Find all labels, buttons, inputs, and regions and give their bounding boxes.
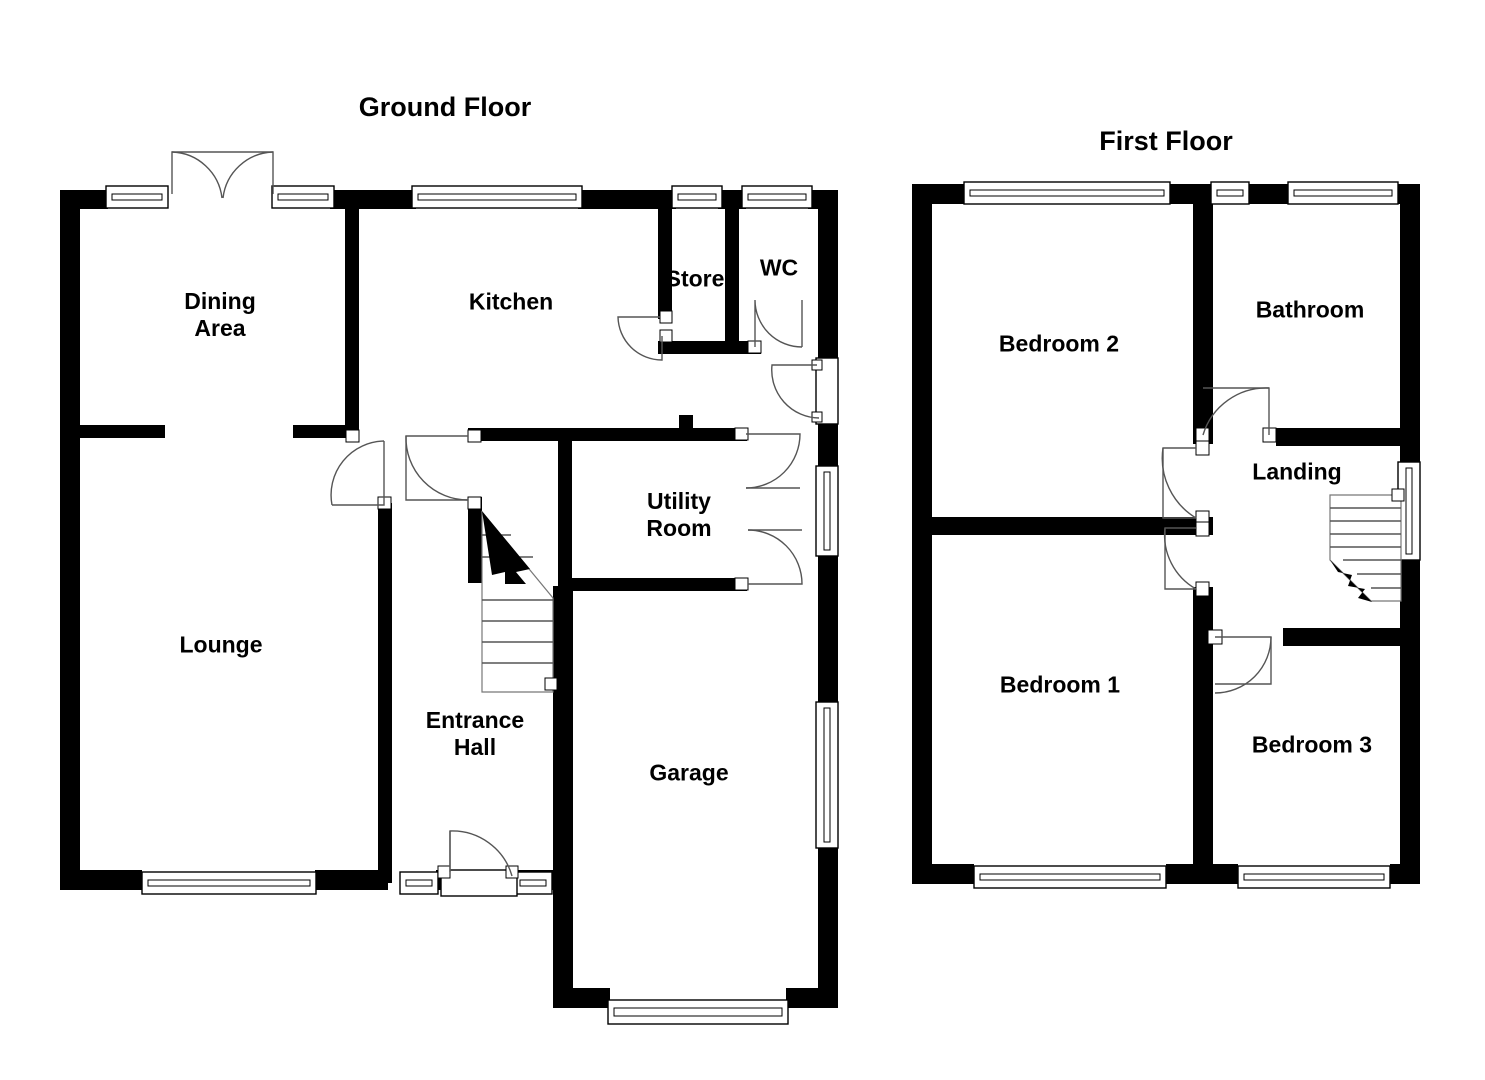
- wall-interior-store-left: [658, 209, 672, 319]
- bedroom1-front-window: [973, 865, 1167, 889]
- wall-interior-dining-lounge-stub: [60, 425, 165, 438]
- ground-floor-doors: [171, 151, 839, 897]
- wall-exterior-front-b: [315, 870, 388, 890]
- wall-interior-dining-lounge-top: [293, 425, 359, 438]
- ff-wall-exterior-front-a: [912, 864, 974, 884]
- bathroom-door: [1195, 387, 1277, 443]
- wall-garage-front-b: [786, 988, 838, 1008]
- wall-exterior-rear-c: [578, 190, 676, 209]
- utility-to-garage-door: [734, 529, 803, 591]
- garage-side-window-lower: [815, 701, 839, 849]
- hall-to-utility-door: [734, 427, 801, 489]
- wc-rear-window: [741, 185, 813, 209]
- first-floor-staircase-down: [1329, 488, 1405, 602]
- wall-exterior-right-c: [818, 553, 838, 703]
- wall-interior-kitchen-hall-top: [468, 428, 572, 441]
- ground-floor-title: Ground Floor: [358, 92, 532, 122]
- ff-wall-bed1-top: [932, 517, 1213, 535]
- wall-exterior-rear-a: [60, 190, 108, 209]
- utility-side-window-upper: [815, 465, 839, 557]
- ff-wall-exterior-rear-d: [1396, 184, 1420, 204]
- dining-area-rear-window: [105, 185, 169, 209]
- ff-wall-bed2-right: [1193, 196, 1213, 444]
- ground-floor-staircase-up: [481, 510, 558, 693]
- wall-exterior-left: [60, 190, 80, 890]
- store-door: [617, 310, 673, 361]
- first-floor-doors: [1161, 387, 1405, 694]
- bedroom2-door: [1161, 440, 1210, 526]
- ff-wall-exterior-rear-c: [1248, 184, 1290, 204]
- landing-small-rear-window: [1210, 181, 1250, 205]
- bathroom-rear-window: [1287, 181, 1399, 205]
- wall-exterior-rear-b: [330, 190, 416, 209]
- garage-front-door-window: [607, 999, 789, 1025]
- bedroom3-door: [1207, 629, 1272, 694]
- wall-exterior-right-d: [818, 846, 838, 1008]
- kitchen-rear-window-left: [271, 185, 335, 209]
- ff-wall-bed3-top: [1283, 628, 1420, 646]
- ff-wall-exterior-left: [912, 184, 932, 884]
- wall-interior-hall-stair-wall: [468, 497, 482, 583]
- first-floor-group: [912, 181, 1421, 889]
- wall-interior-hall-right: [558, 441, 572, 601]
- bedroom1-door: [1163, 521, 1210, 597]
- ff-wall-bathroom-bottom: [1276, 428, 1420, 446]
- wall-interior-utility-top: [572, 428, 747, 441]
- first-floor-windows: [963, 181, 1421, 889]
- ground-floor-group: [60, 151, 839, 1025]
- wall-interior-store-right: [725, 195, 739, 350]
- front-entrance-door: [437, 830, 519, 897]
- wall-interior-lounge-right: [378, 503, 392, 883]
- wall-exterior-front-a: [60, 870, 142, 890]
- store-rear-window: [671, 185, 723, 209]
- wall-interior-utility-bottom: [572, 578, 747, 591]
- bedroom2-rear-window: [963, 181, 1171, 205]
- wall-interior-store-bottom: [658, 341, 739, 354]
- dining-area-french-doors: [171, 151, 274, 199]
- lounge-front-window: [141, 871, 317, 895]
- wall-garage-left: [553, 586, 573, 1008]
- kitchen-to-hall-door: [405, 429, 482, 510]
- first-floor-title: First Floor: [1099, 126, 1233, 156]
- entrance-hall-front-window-right: [513, 871, 553, 895]
- ff-wall-exterior-rear-a: [912, 184, 964, 204]
- ff-wall-bed1-right: [1193, 587, 1213, 877]
- ground-floor-windows: [105, 185, 839, 1025]
- wall-exterior-right-a: [818, 190, 838, 358]
- bedroom3-front-window: [1237, 865, 1391, 889]
- lounge-to-hall-door: [330, 429, 392, 510]
- side-entrance-door: [771, 357, 839, 425]
- wall-interior-dining-right: [345, 200, 359, 428]
- wall-exterior-right-b: [818, 424, 838, 468]
- wc-door: [747, 299, 803, 354]
- wall-interior-utility-stub-right: [679, 415, 693, 441]
- wall-garage-front-a: [553, 988, 610, 1008]
- kitchen-rear-window-main: [411, 185, 583, 209]
- entrance-hall-front-window-left: [399, 871, 439, 895]
- ff-wall-exterior-front-c: [1390, 864, 1420, 884]
- first-floor-walls: [912, 184, 1420, 884]
